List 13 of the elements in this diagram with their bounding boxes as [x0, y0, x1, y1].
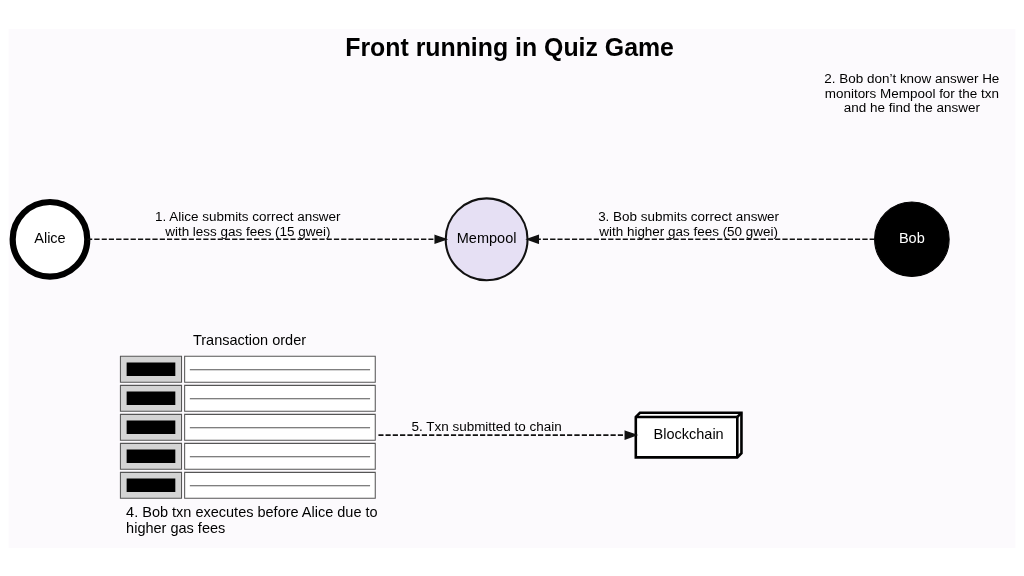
node-label: 4. Bob txn executes before Alice due to higher gas fees — [126, 503, 378, 536]
label: 2. Bob don’t know answer He monitors Mempool for the txn and he find the answer — [824, 70, 1000, 115]
node-circle: Mempool — [444, 196, 529, 281]
node-label: Transaction order — [192, 331, 307, 348]
diagram-title: Front running in Quiz Game — [345, 32, 674, 61]
node-circle: Alice — [9, 198, 91, 280]
edge-label: 3. Bob submits correct answer with higher gas fees (50 gwei) — [598, 208, 780, 239]
edge-label: 1. Alice submits correct answer with less gas fees (15 gwei) — [155, 208, 341, 239]
arrow — [86, 234, 449, 244]
arrow — [525, 234, 876, 244]
arrow — [377, 429, 639, 440]
node-circle: Bob — [874, 201, 950, 277]
edge-label: 5. Txn submitted to chain — [411, 418, 562, 434]
